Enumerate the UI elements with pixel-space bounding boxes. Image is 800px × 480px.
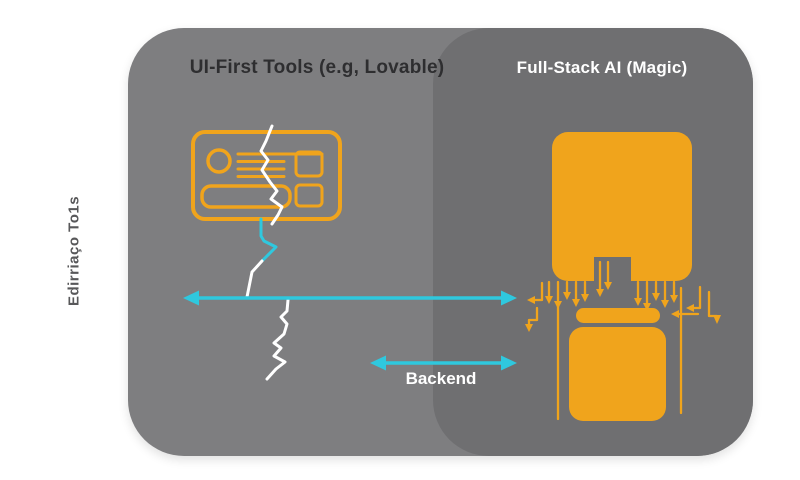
right-section-panel bbox=[433, 28, 753, 456]
backend-label: Backend bbox=[405, 369, 477, 388]
side-label: Edirriaço To1s bbox=[65, 195, 83, 307]
left-section-title: UI-First Tools (e.g, Lovable) bbox=[189, 57, 445, 78]
right-section-title: Full-Stack AI (Magic) bbox=[516, 58, 688, 77]
